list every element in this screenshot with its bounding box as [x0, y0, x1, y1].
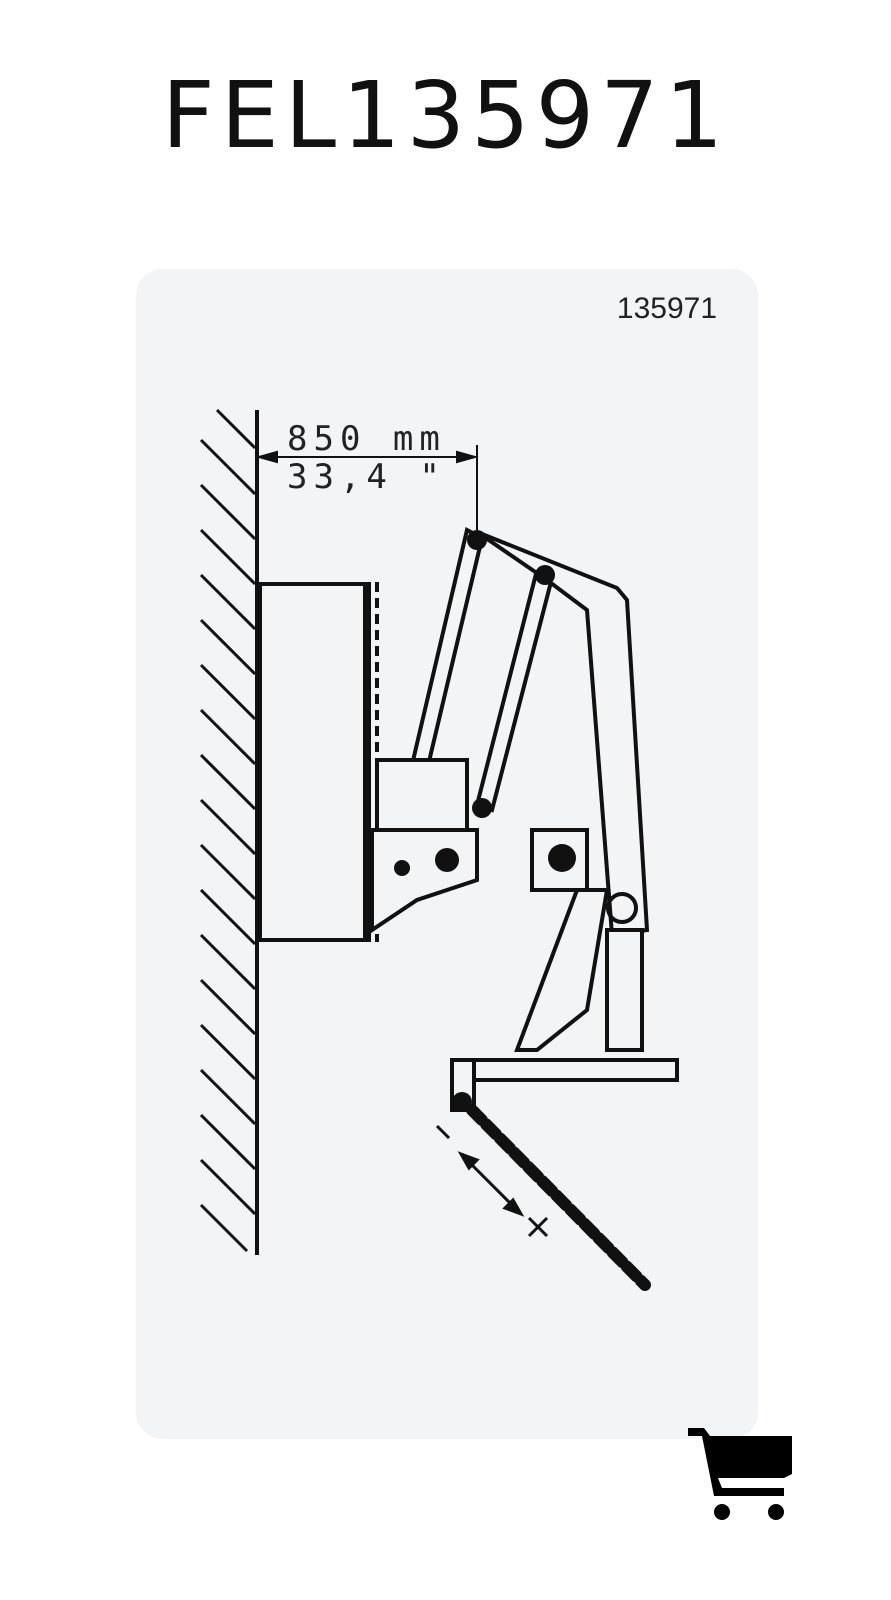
wall-hatching: [199, 408, 259, 1255]
product-title: FEL135971: [161, 62, 730, 169]
pivot-points: [394, 530, 576, 1112]
dimension-line: [255, 445, 479, 530]
decal-part-number: 135971: [616, 292, 717, 325]
add-to-cart-button[interactable]: [688, 1424, 794, 1528]
shopping-cart-icon: [688, 1428, 792, 1520]
adjust-arrow: [435, 1124, 549, 1238]
dimension-imperial: 33,4 ": [287, 457, 446, 497]
dimension-metric: 850 mm: [287, 419, 446, 459]
bucket: [258, 582, 379, 942]
chain: [466, 1104, 651, 1291]
decal-image: 135971 850 mm 33,4 ": [137, 270, 757, 1438]
loader-mounting-diagram: 850 mm 33,4 ": [199, 408, 679, 1291]
loader-arms: [370, 527, 679, 1112]
